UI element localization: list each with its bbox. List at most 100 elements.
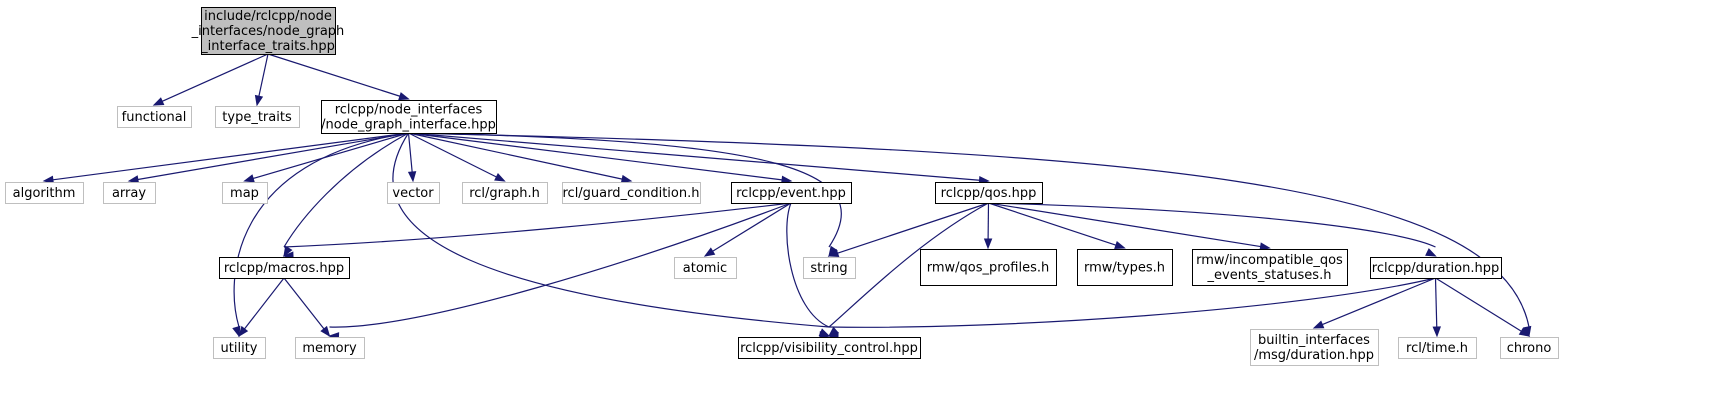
node-qos_profiles[interactable]: rmw/qos_profiles.h <box>920 249 1057 286</box>
node-ngi[interactable]: rclcpp/node_interfaces/node_graph_interf… <box>321 100 497 134</box>
arrowhead-icon <box>1259 242 1271 251</box>
node-rmw_types[interactable]: rmw/types.h <box>1077 249 1173 286</box>
node-label-line: string <box>810 261 847 276</box>
node-label-line: rclcpp/macros.hpp <box>224 261 344 276</box>
node-box <box>219 257 350 279</box>
arrowhead-icon <box>494 172 506 182</box>
edge-macros-to-memory <box>283 277 331 338</box>
node-array: array <box>103 182 156 204</box>
edge-duration-to-rcl_time <box>1432 277 1441 338</box>
arrowhead-icon <box>703 247 716 257</box>
node-macros[interactable]: rclcpp/macros.hpp <box>219 257 350 279</box>
edge-macros-to-utility <box>238 277 285 338</box>
node-box <box>731 182 852 204</box>
node-box <box>1077 249 1173 286</box>
node-label-line: rclcpp/qos.hpp <box>941 186 1037 201</box>
node-box <box>213 337 266 359</box>
node-chrono: chrono <box>1500 337 1559 359</box>
edge-ngi-to-macros <box>283 132 409 258</box>
edge-ngi-to-rcl_guard <box>408 132 633 184</box>
node-box <box>1370 257 1502 279</box>
node-visibility[interactable]: rclcpp/visibility_control.hpp <box>738 337 921 359</box>
edge-duration-to-chrono <box>1435 277 1531 337</box>
node-label-line: include/rclcpp/node <box>204 9 332 24</box>
node-label-line: vector <box>392 186 434 201</box>
edge-event-to-atomic <box>703 202 792 257</box>
node-vector: vector <box>387 182 440 204</box>
arrowhead-icon <box>1432 326 1441 338</box>
node-incompat[interactable]: rmw/incompatible_qos_events_statuses.h <box>1192 249 1348 286</box>
arrowhead-icon <box>620 174 633 184</box>
node-label-line: rcl/time.h <box>1406 341 1468 356</box>
node-label-line: _interfaces/node_graph <box>191 24 345 39</box>
node-builtin_dur: builtin_interfaces/msg/duration.hpp <box>1250 329 1379 366</box>
arrowhead-icon <box>283 245 293 258</box>
arrowhead-icon <box>1114 240 1126 250</box>
edge-ngi-to-utility <box>232 132 409 338</box>
node-label-line: rmw/qos_profiles.h <box>927 261 1049 276</box>
node-rcl_guard: rcl/guard_condition.h <box>562 182 701 204</box>
node-box <box>387 182 440 204</box>
node-label-line: /node_graph_interface.hpp <box>321 118 496 133</box>
node-box <box>215 106 300 128</box>
node-box <box>321 100 497 134</box>
edge-root-to-functional <box>152 53 269 106</box>
arrowhead-icon <box>254 94 264 107</box>
edge-ngi-to-algorithm <box>42 132 409 184</box>
edge-ngi-to-rcl_graph <box>408 132 506 182</box>
node-root[interactable]: include/rclcpp/node_interfaces/node_grap… <box>191 7 345 55</box>
node-string: string <box>803 257 856 279</box>
arrowhead-icon <box>243 174 255 183</box>
node-box <box>674 257 737 279</box>
arrowhead-icon <box>152 97 165 106</box>
node-utility: utility <box>213 337 266 359</box>
edge-ngi-to-chrono <box>408 132 1532 338</box>
node-rcl_graph: rcl/graph.h <box>462 182 548 204</box>
node-label-line: memory <box>302 341 357 356</box>
arrowhead-icon <box>320 325 331 338</box>
node-label-line: chrono <box>1507 341 1552 356</box>
node-label-line: rclcpp/event.hpp <box>736 186 846 201</box>
node-label-line: atomic <box>683 261 727 276</box>
edge-qos-to-rmw_types <box>988 202 1126 250</box>
node-box <box>738 337 921 359</box>
node-label-line: rmw/types.h <box>1084 261 1165 276</box>
node-atomic: atomic <box>674 257 737 279</box>
node-box <box>462 182 548 204</box>
edges-layer <box>42 53 1532 341</box>
node-box <box>562 182 701 204</box>
node-map: map <box>222 182 268 204</box>
node-box <box>103 182 156 204</box>
node-memory: memory <box>295 337 365 359</box>
edge-ngi-to-map <box>243 132 409 183</box>
arrowhead-icon <box>232 325 241 338</box>
node-box <box>803 257 856 279</box>
node-label-line: rcl/graph.h <box>469 186 540 201</box>
node-label-line: rmw/incompatible_qos <box>1196 253 1343 268</box>
node-rcl_time: rcl/time.h <box>1398 337 1477 359</box>
arrowhead-icon <box>818 328 831 337</box>
arrowhead-icon <box>407 171 417 183</box>
node-box <box>1192 249 1348 286</box>
edge-ngi-to-vector <box>407 132 417 183</box>
node-label-line: type_traits <box>222 110 292 125</box>
node-event[interactable]: rclcpp/event.hpp <box>731 182 852 204</box>
node-label-line: rcl/guard_condition.h <box>562 186 699 201</box>
node-label-line: /msg/duration.hpp <box>1254 348 1374 363</box>
edge-qos-to-qos_profiles <box>983 202 993 250</box>
node-box <box>117 106 192 128</box>
node-functional: functional <box>117 106 192 128</box>
arrowhead-icon <box>398 92 410 101</box>
nodes-layer: include/rclcpp/node_interfaces/node_grap… <box>5 7 1559 366</box>
node-label-line: rclcpp/duration.hpp <box>1372 261 1499 276</box>
node-duration[interactable]: rclcpp/duration.hpp <box>1370 257 1502 279</box>
edge-qos-to-incompat <box>988 202 1271 251</box>
node-box <box>920 249 1057 286</box>
node-qos[interactable]: rclcpp/qos.hpp <box>935 182 1043 204</box>
node-box <box>201 7 336 55</box>
edge-duration-to-builtin_dur <box>1312 277 1436 329</box>
node-label-line: array <box>112 186 146 201</box>
node-label-line: map <box>230 186 259 201</box>
edge-root-to-ngi <box>267 53 410 101</box>
